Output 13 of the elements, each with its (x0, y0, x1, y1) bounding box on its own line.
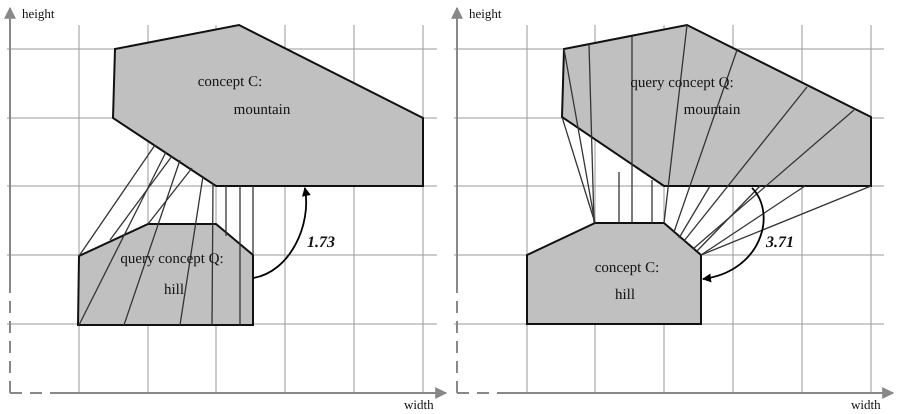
curved-arrow (702, 187, 764, 282)
concept-text: concept C: (198, 73, 262, 91)
concept-text: mountain (234, 101, 290, 119)
axis-label: width (851, 397, 881, 412)
edge-label: 3.71 (766, 234, 794, 252)
concept-text: hill (615, 286, 635, 304)
axis-label: height (22, 6, 54, 21)
edge-label: 1.73 (307, 234, 335, 252)
axis-label: height (469, 6, 502, 21)
concept-text: concept C: (594, 259, 660, 277)
axis-label: width (404, 397, 434, 412)
concept-text: hill (164, 281, 184, 299)
curved-arrow (252, 187, 310, 279)
